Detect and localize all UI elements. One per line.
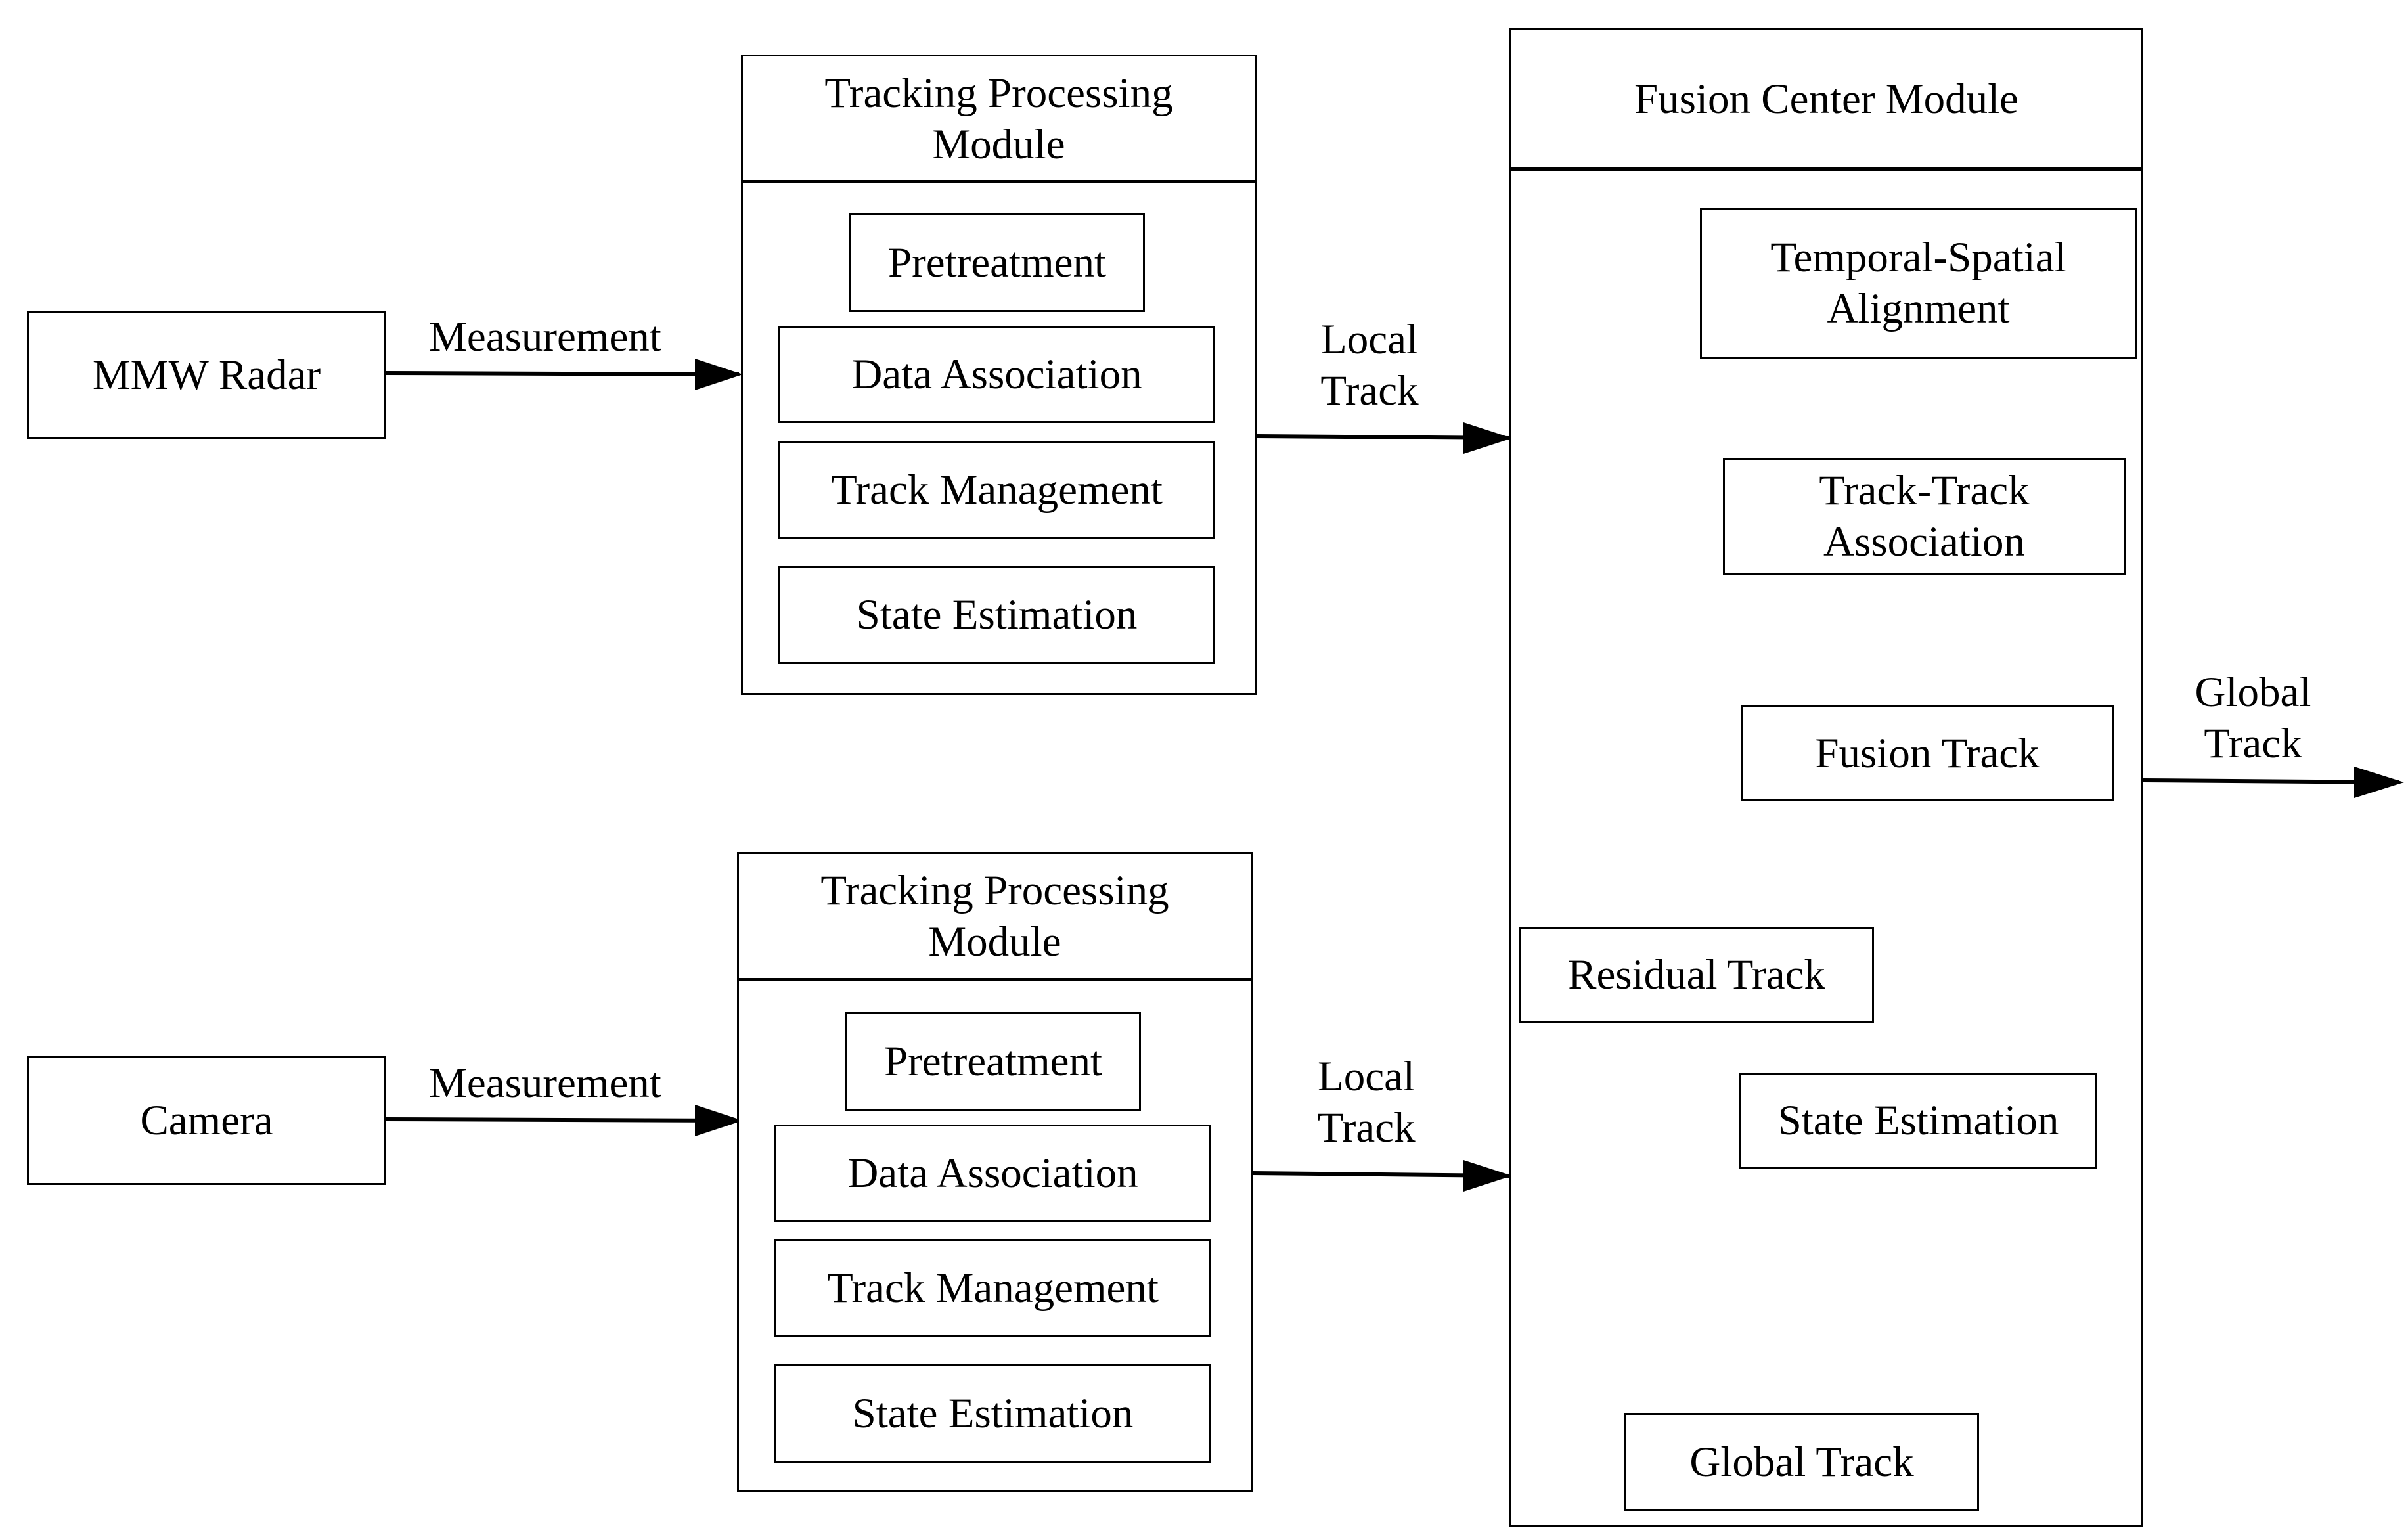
fusion-track-box: Fusion Track bbox=[1741, 705, 2114, 801]
radar-step-track-management: Track Management bbox=[778, 441, 1215, 539]
camera-local-track-arrowhead bbox=[1463, 1160, 1512, 1192]
global-track-output-label: Global Track bbox=[2195, 669, 2311, 767]
radar-measurement-arrow bbox=[386, 371, 740, 377]
residual-track-box: Residual Track bbox=[1519, 927, 1874, 1023]
radar-local-track-label: Local Track bbox=[1320, 316, 1419, 414]
global-track-box: Global Track bbox=[1624, 1413, 1979, 1511]
radar-tracking-module-title: Tracking Processing Module bbox=[824, 70, 1173, 168]
temporal-spatial-alignment-box: Temporal-Spatial Alignment bbox=[1700, 208, 2137, 359]
mmw-radar-box: MMW Radar bbox=[27, 311, 386, 439]
camera-tracking-module-divider bbox=[737, 978, 1253, 981]
camera-local-track-label: Local Track bbox=[1317, 1053, 1416, 1151]
camera-box: Camera bbox=[27, 1056, 386, 1185]
camera-measurement-arrowhead bbox=[695, 1105, 743, 1136]
camera-step-track-management: Track Management bbox=[774, 1239, 1211, 1337]
camera-step-data-association: Data Association bbox=[774, 1125, 1211, 1222]
radar-step-state-estimation: State Estimation bbox=[778, 566, 1215, 664]
track-track-association-box: Track-Track Association bbox=[1723, 458, 2126, 575]
fusion-center-title: Fusion Center Module bbox=[1634, 76, 2018, 123]
camera-step-state-estimation: State Estimation bbox=[774, 1364, 1211, 1463]
radar-step-data-association: Data Association bbox=[778, 326, 1215, 423]
camera-measurement-label: Measurement bbox=[429, 1059, 661, 1107]
camera-measurement-arrow bbox=[386, 1117, 740, 1123]
radar-measurement-arrowhead bbox=[695, 359, 743, 390]
radar-tracking-module-divider bbox=[741, 180, 1257, 183]
fusion-center-divider bbox=[1509, 167, 2143, 171]
global-track-output-arrowhead bbox=[2354, 767, 2404, 798]
radar-step-pretreatment: Pretreatment bbox=[849, 213, 1145, 312]
camera-tracking-module-title: Tracking Processing Module bbox=[820, 867, 1169, 966]
fusion-state-estimation-box: State Estimation bbox=[1739, 1073, 2097, 1169]
camera-step-pretreatment: Pretreatment bbox=[845, 1012, 1141, 1111]
radar-measurement-label: Measurement bbox=[429, 313, 661, 361]
radar-local-track-arrowhead bbox=[1463, 422, 1512, 454]
